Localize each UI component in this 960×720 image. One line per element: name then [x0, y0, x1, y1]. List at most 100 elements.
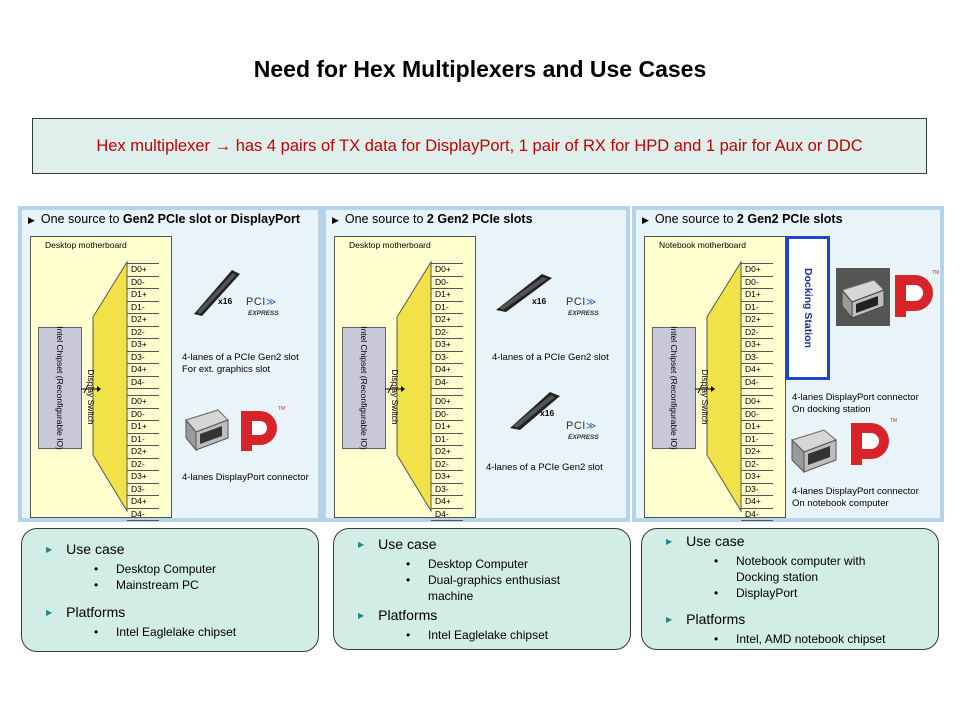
platforms-list: Intel Eaglelake chipset [92, 624, 236, 640]
use-case-heading: ▶Use case [666, 533, 745, 549]
pin-label: D3- [127, 352, 159, 364]
pin-label: D1+ [431, 289, 463, 302]
pci-express-logo: PCI≫ EXPRESS [566, 292, 599, 318]
pin-label: D1- [741, 302, 773, 314]
caption-line: For ext. graphics slot [182, 364, 271, 375]
slot-size-label: x16 [540, 408, 555, 418]
list-item: Notebook computer with Docking station [712, 553, 882, 585]
pin-label: D2+ [431, 446, 463, 459]
caption-pcie: 4-lanes of a PCIe Gen2 slot For ext. gra… [182, 352, 299, 376]
pin-group-bottom: D0+D0-D1+D1-D2+D2-D3+D3-D4+D4- [741, 395, 773, 521]
pin-label: D1- [127, 302, 159, 314]
pci-arrow-icon: ≫ [265, 297, 277, 308]
trademark-mark: TM [890, 418, 898, 424]
pin-label: D4- [127, 377, 159, 389]
summary-banner-text: Hex multiplexer → has 4 pairs of TX data… [96, 136, 863, 155]
pci-logo-text: PCI [246, 296, 266, 308]
pci-express-text: EXPRESS [568, 434, 599, 441]
panel-heading: ▶One source to Gen2 PCIe slot or Display… [28, 212, 300, 226]
pin-label: D3- [431, 352, 463, 364]
platforms-list: Intel, AMD notebook chipset [712, 631, 885, 647]
caption-pcie-slot-2: 4-lanes of a PCIe Gen2 slot [486, 462, 603, 473]
list-item: Intel Eaglelake chipset [92, 624, 236, 640]
slot-size-label: x16 [532, 296, 547, 306]
pin-label: D0+ [741, 396, 773, 409]
use-case-label: Use case [378, 536, 437, 552]
displayport-logo [851, 423, 889, 465]
use-case-list: Desktop Computer Mainstream PC [92, 561, 216, 593]
pin-label: D4+ [431, 496, 463, 509]
platforms-heading: ▶Platforms [358, 607, 437, 623]
trademark-mark: TM [278, 406, 286, 412]
pci-arrow-icon: ≫ [585, 421, 597, 432]
triangle-right-icon: ▶ [332, 215, 339, 225]
docking-station-label: Docking Station [802, 268, 814, 348]
pin-label: D0+ [741, 264, 773, 277]
list-item: Intel Eaglelake chipset [404, 627, 548, 643]
pin-label: D1+ [741, 289, 773, 302]
motherboard: Desktop motherboard Intel Chipset (Recon… [334, 236, 476, 521]
caption-displayport: 4-lanes DisplayPort connector [182, 472, 309, 483]
pin-label: D4+ [127, 496, 159, 509]
use-case-box-2: ▶Use case Desktop Computer Dual-graphics… [333, 528, 631, 650]
pin-label: D2- [431, 327, 463, 339]
pin-label: D0- [741, 277, 773, 289]
list-item: Desktop Computer [404, 556, 594, 572]
pci-logo-text: PCI [566, 296, 586, 308]
panel-heading-prefix: One source to [654, 212, 737, 226]
use-case-list: Notebook computer with Docking station D… [712, 553, 882, 601]
platforms-heading: ▶Platforms [666, 611, 745, 627]
platforms-label: Platforms [378, 607, 438, 623]
summary-banner: Hex multiplexer → has 4 pairs of TX data… [32, 118, 927, 174]
triangle-right-icon: ▶ [642, 215, 649, 225]
chipset-box: Intel Chipset (Reconfigurable IO) [652, 326, 696, 450]
use-case-box-3: ▶Use case Notebook computer with Docking… [641, 528, 939, 650]
pin-label: D1+ [127, 289, 159, 302]
displayport-logo [241, 411, 277, 451]
triangle-right-icon: ▶ [28, 215, 35, 225]
use-case-heading: ▶Use case [358, 536, 437, 552]
pin-label: D2+ [127, 314, 159, 327]
pin-label: D1- [431, 434, 463, 446]
list-item: Mainstream PC [92, 577, 216, 593]
caption-notebook-connector: 4-lanes DisplayPort connector On noteboo… [792, 486, 919, 510]
displayport-logo [895, 275, 933, 317]
platforms-label: Platforms [686, 611, 746, 627]
displayport-connector-icon [791, 429, 837, 474]
pin-label: D0- [741, 409, 773, 421]
triangle-right-icon: ▶ [46, 608, 53, 617]
use-case-label: Use case [66, 541, 125, 557]
panel-notebook-docking: ▶One source to 2 Gen2 PCIe slots Noteboo… [632, 206, 944, 522]
pin-label: D2+ [741, 446, 773, 459]
pin-label: D4- [431, 509, 463, 521]
bus-slash [387, 384, 393, 394]
pcie-slot-icon [194, 270, 240, 316]
chipset-box: Intel Chipset (Reconfigurable IO) [38, 326, 82, 450]
pin-label: D4- [431, 377, 463, 389]
pin-label: D3+ [127, 471, 159, 484]
pin-label: D2+ [431, 314, 463, 327]
pin-label: D3- [741, 352, 773, 364]
panel-heading-bold: 2 Gen2 PCIe slots [426, 212, 533, 226]
pin-label: D1- [741, 434, 773, 446]
bus-arrowhead [711, 386, 715, 392]
pcie-slot-icon [496, 274, 552, 312]
motherboard-label: Notebook motherboard [659, 240, 746, 250]
pin-label: D3- [741, 484, 773, 496]
pin-label: D0- [127, 277, 159, 289]
pin-label: D4+ [127, 364, 159, 377]
pin-label: D4+ [431, 364, 463, 377]
motherboard-label: Desktop motherboard [349, 240, 431, 250]
trademark-mark: TM [932, 270, 940, 276]
pin-group-bottom: D0+D0-D1+D1-D2+D2-D3+D3-D4+D4- [127, 395, 159, 521]
pin-label: D1+ [741, 421, 773, 434]
use-case-label: Use case [686, 533, 745, 549]
panel-desktop-pcie-or-dp: ▶One source to Gen2 PCIe slot or Display… [18, 206, 322, 522]
pin-label: D4+ [741, 364, 773, 377]
display-switch-label: Display Switch [86, 369, 96, 425]
pci-logo-text: PCI [566, 420, 586, 432]
use-case-box-1: ▶ Use case Desktop Computer Mainstream PC… [21, 528, 319, 652]
pin-label: D4- [127, 509, 159, 521]
pin-label: D1+ [431, 421, 463, 434]
pin-label: D3- [127, 484, 159, 496]
